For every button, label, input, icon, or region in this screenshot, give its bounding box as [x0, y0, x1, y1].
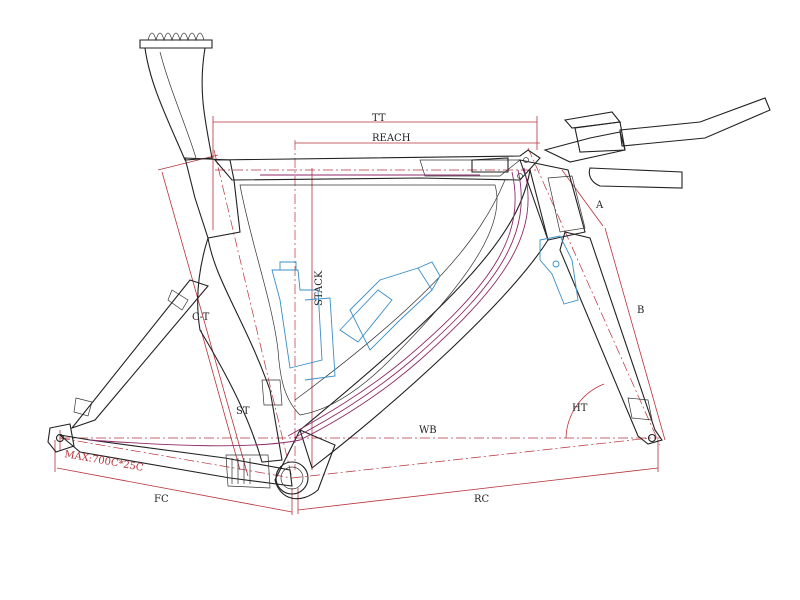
dimension-labels: TT REACH STACK A B C-T ST WB HT FC RC MA…: [63, 113, 644, 505]
cable-routing: [89, 167, 529, 447]
front-derailleur-mount: [261, 379, 283, 406]
fork: [559, 231, 663, 445]
st-dimension: [200, 329, 241, 471]
stem-base: [471, 157, 509, 173]
down-bottle-cap: [417, 261, 441, 291]
bottom-bracket-inner: [280, 466, 304, 490]
seatpost-tube: [144, 47, 213, 161]
front-triangle-window: [239, 184, 498, 416]
cable-3: [287, 171, 516, 437]
cable-2: [293, 169, 522, 439]
rear-dropout: [47, 423, 75, 453]
seatpost: [139, 32, 213, 161]
b-dimension: [604, 227, 666, 441]
seatpost-edge: [159, 51, 197, 159]
chain-stay: [58, 434, 293, 487]
seat-tube: [197, 237, 283, 463]
chainstay-yoke-ribs: [231, 458, 251, 484]
ct-ext-top: [157, 154, 219, 171]
a-dimension: [561, 169, 604, 227]
seat-bottle-cage: [304, 297, 336, 381]
water-bottles: [271, 235, 579, 381]
fc-dimension: [56, 467, 293, 513]
saddle-rails: [147, 32, 205, 42]
down-bottle: [349, 267, 433, 351]
cable-1: [299, 167, 529, 441]
chainstay-yoke: [225, 454, 271, 489]
dimension-lines: [54, 116, 666, 515]
label-rc: RC: [474, 494, 490, 505]
head-tube: [519, 159, 586, 241]
front-axle: [647, 433, 657, 443]
down-bottle-cage: [339, 289, 393, 343]
ct-dimension: [161, 171, 249, 477]
bolt-1: [523, 157, 529, 163]
label-ct: C-T: [192, 312, 210, 323]
head-tube-face: [547, 175, 586, 233]
label-b: B: [637, 305, 644, 316]
top-tube-box: [419, 159, 521, 177]
label-tt: TT: [372, 113, 386, 124]
brake-mount: [73, 397, 93, 417]
bar-clamp: [574, 121, 626, 153]
base-bar: [588, 167, 683, 189]
rc-dimension: [297, 467, 659, 511]
label-fc: FC: [154, 494, 169, 505]
head-tube-axis: [527, 147, 661, 446]
bottom-bracket-junction: [274, 429, 336, 500]
label-stack: STACK: [314, 270, 325, 306]
cable-rear: [89, 439, 301, 447]
down-tube: [299, 169, 549, 469]
stem: [543, 131, 626, 163]
label-reach: REACH: [372, 133, 411, 144]
ht-angle-arc: [565, 383, 605, 439]
seat-stay-bridge: [167, 289, 189, 311]
caliper-bolt: [552, 260, 560, 268]
label-st: ST: [236, 406, 250, 417]
label-tire-clearance: MAX:700C*25C: [63, 449, 144, 474]
rear-axle: [55, 433, 65, 443]
seat-bottle-cap: [279, 261, 297, 271]
bolt-2: [517, 173, 523, 179]
saddle-clamp: [139, 39, 213, 49]
top-tube: [213, 149, 541, 181]
down-tube-inner: [294, 179, 506, 401]
front-brake-caliper: [539, 235, 579, 305]
seat-tube-axis: [213, 149, 293, 479]
fork-lower: [627, 397, 653, 421]
aero-extension: [619, 97, 771, 147]
seat-stay: [70, 279, 209, 430]
label-ht: HT: [572, 403, 588, 414]
label-wb: WB: [419, 425, 437, 436]
bike-frame: [47, 97, 771, 500]
down-axis: [291, 437, 651, 479]
chainstay-axis: [59, 437, 293, 479]
label-a: A: [595, 200, 604, 211]
seat-bottle: [271, 269, 323, 369]
